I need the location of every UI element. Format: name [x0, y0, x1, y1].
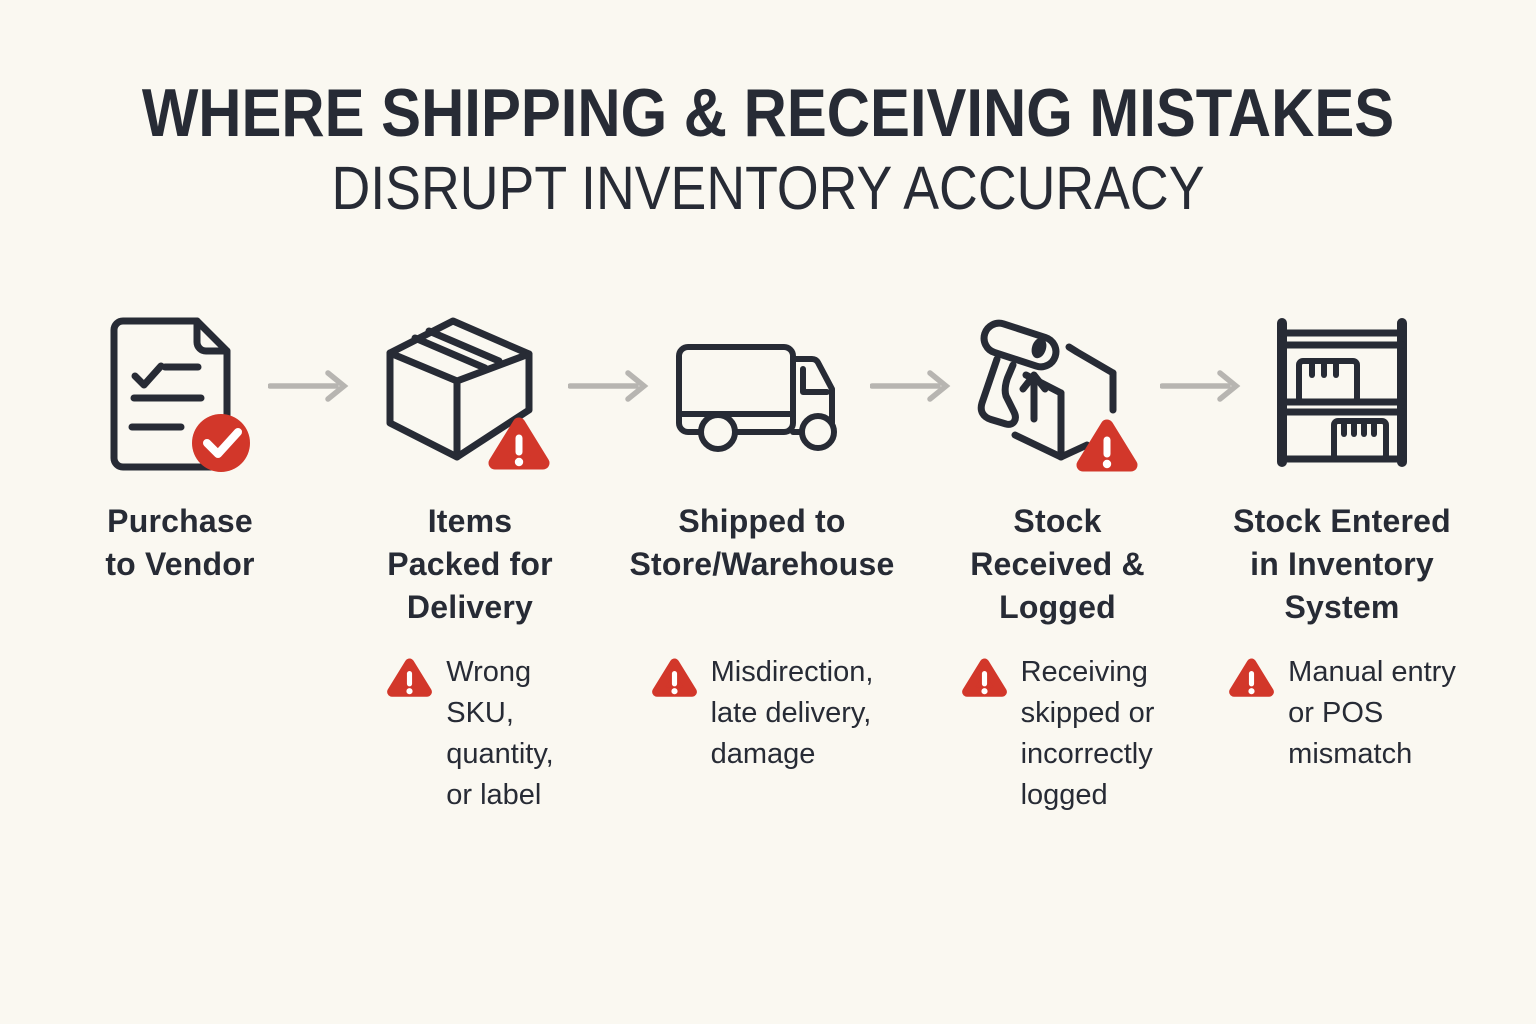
- stage-stock-received-and-logged: Stock Received & Logged Receiving skippe…: [935, 317, 1180, 816]
- stage-items-packed-for-delivery: Items Packed for Delivery Wrong SKU, qua…: [355, 317, 585, 816]
- stage-icon-area: [383, 317, 558, 500]
- packed-box-icon: [386, 317, 549, 470]
- warning-triangle-icon: [1229, 658, 1275, 697]
- stage-icon-area: [973, 317, 1143, 500]
- stage-note: Wrong SKU, quantity, or label: [386, 652, 554, 816]
- stage-note-text: Receiving skipped or incorrectly logged: [1020, 656, 1155, 811]
- stage-note-text: Manual entry or POS mismatch: [1288, 656, 1456, 770]
- stage-shipped-to-store-warehouse: Shipped to Store/Warehouse Misdirection,…: [618, 317, 906, 775]
- stage-icon-area: [675, 317, 850, 500]
- stage-label: Items Packed for Delivery: [387, 503, 553, 625]
- stage-note: Receiving skipped or incorrectly logged: [961, 652, 1155, 816]
- check-badge-icon: [192, 414, 250, 472]
- warning-triangle-icon: [651, 658, 697, 697]
- stage-note-text: Misdirection, late delivery, damage: [710, 656, 874, 770]
- warning-triangle-icon: [961, 658, 1007, 697]
- inventory-shelf-icon: [1277, 318, 1407, 467]
- purchase-order-icon: [110, 317, 250, 472]
- flow-arrow-icon: [1160, 370, 1241, 402]
- stage-label: Shipped to Store/Warehouse: [629, 503, 895, 582]
- stage-label: Purchase to Vendor: [105, 503, 255, 582]
- stage-purchase-to-vendor: Purchase to Vendor: [60, 317, 300, 652]
- title-block: WHERE SHIPPING & RECEIVING MISTAKES DISR…: [0, 78, 1536, 220]
- flow-arrow-icon: [568, 370, 649, 402]
- stage-label: Stock Entered in Inventory System: [1233, 503, 1451, 625]
- warning-triangle-icon: [387, 658, 433, 697]
- stage-icon-area: [109, 317, 251, 500]
- page-title: WHERE SHIPPING & RECEIVING MISTAKES: [141, 75, 1395, 151]
- stage-note: Manual entry or POS mismatch: [1228, 652, 1456, 775]
- stage-icon-area: [1272, 317, 1412, 500]
- barcode-scanner-box-icon: [977, 319, 1137, 472]
- delivery-truck-icon: [675, 344, 837, 452]
- warning-badge-icon: [1076, 419, 1137, 472]
- stage-note-text: Wrong SKU, quantity, or label: [446, 656, 554, 811]
- page-subtitle: DISRUPT INVENTORY ACCURACY: [331, 154, 1205, 222]
- stage-label: Stock Received & Logged: [970, 503, 1145, 625]
- warning-badge-icon: [488, 417, 549, 470]
- stage-note: Misdirection, late delivery, damage: [651, 652, 874, 775]
- flow-arrow-icon: [268, 370, 349, 402]
- flow-arrow-icon: [870, 370, 951, 402]
- stage-stock-entered-in-inventory-system: Stock Entered in Inventory System Manual…: [1208, 317, 1476, 775]
